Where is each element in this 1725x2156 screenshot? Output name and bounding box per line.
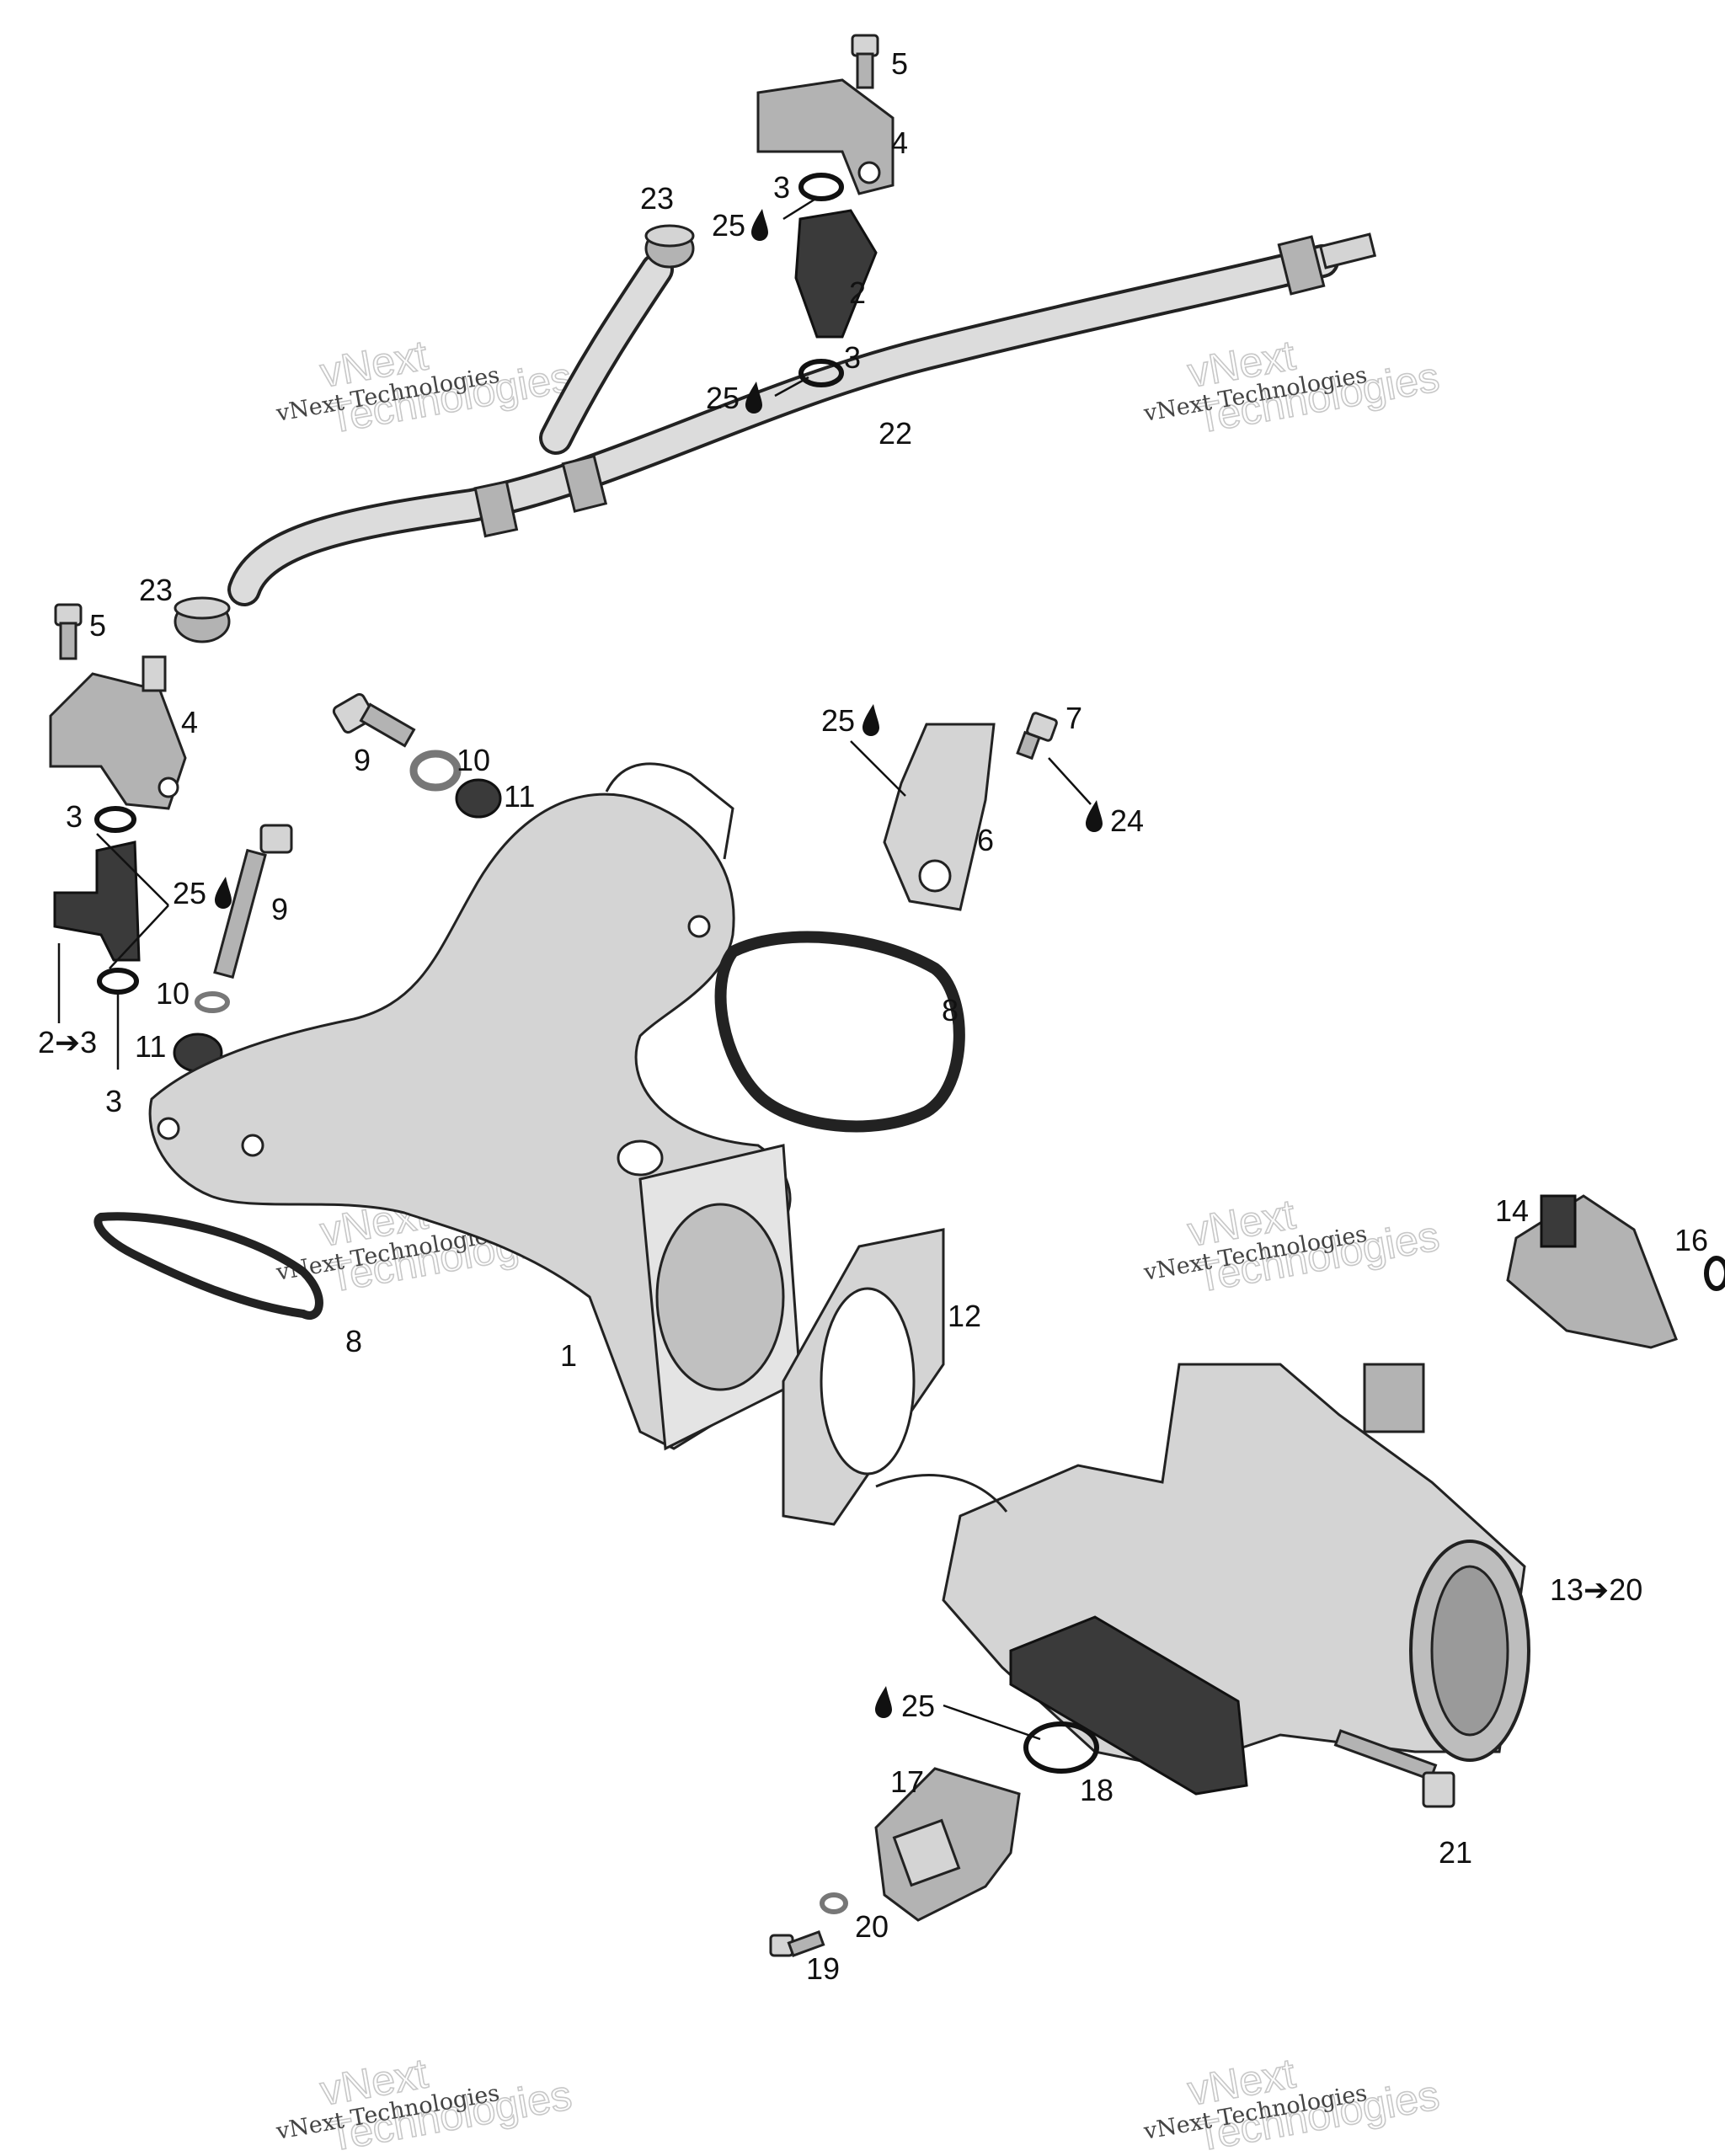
part-4-housing-upper (756, 78, 895, 195)
callout-25: 25 (706, 381, 740, 415)
drop-icon (1086, 800, 1103, 832)
callout-3: 3 (773, 170, 790, 205)
callout-23: 23 (640, 181, 674, 216)
part-11-grommet (455, 778, 502, 819)
callout-3: 3 (66, 799, 83, 834)
part-18-oring (1023, 1721, 1099, 1774)
callout-25-oil: 25 (712, 208, 768, 243)
callout-25-oil: 25 (706, 381, 762, 415)
callout-labels: 5 4 23 3 25 2 3 25 22 23 5 4 9 10 11 3 2… (38, 46, 1708, 1986)
callout-7: 7 (1065, 701, 1082, 735)
callout-18: 18 (1080, 1773, 1114, 1807)
part-10-washer (195, 991, 230, 1013)
callout-2-3: 2➔3 (38, 1025, 97, 1059)
callout-25: 25 (173, 876, 206, 910)
callout-24: 24 (1110, 803, 1144, 838)
callout-14: 14 (1495, 1193, 1529, 1228)
callout-22: 22 (879, 416, 912, 451)
callout-25-oil: 25 (821, 703, 879, 738)
part-19-screw (769, 1930, 825, 1957)
part-9-bolt-short (332, 692, 416, 748)
part-3-oring (97, 968, 139, 995)
callout-6: 6 (977, 823, 994, 857)
callout-11: 11 (135, 1029, 166, 1064)
part-2-sensor-upper (794, 209, 878, 339)
callout-8: 8 (345, 1324, 362, 1358)
part-13-throttle-body (875, 1363, 1530, 1796)
callout-3: 3 (105, 1084, 122, 1118)
part-3-oring (798, 173, 844, 201)
callout-5: 5 (89, 608, 106, 643)
callout-24-loctite: 24 (1086, 800, 1144, 838)
callout-9: 9 (271, 892, 288, 926)
part-3-oring (798, 359, 844, 387)
part-23-clamp-lower (174, 596, 231, 643)
part-17-idle-valve (874, 1767, 1021, 1922)
callout-20: 20 (855, 1909, 889, 1944)
watermarks: vNextTechnologies vNext Technologies vNe… (274, 331, 1444, 2156)
callout-11: 11 (504, 779, 535, 814)
part-20-washer (820, 1892, 848, 1914)
part-14-position-sensor (1506, 1194, 1678, 1349)
callout-16: 16 (1674, 1223, 1708, 1257)
part-16-washer (1704, 1256, 1725, 1291)
part-5-screw-upper (851, 34, 879, 89)
part-7-screw (1016, 712, 1058, 760)
part-3-oring (94, 806, 136, 833)
part-2-sensor-lower (53, 841, 141, 962)
part-4-housing-lower (49, 655, 187, 810)
part-21-bolt (1333, 1729, 1455, 1808)
callout-25: 25 (821, 703, 855, 738)
callout-8: 8 (942, 993, 959, 1027)
callout-12: 12 (948, 1299, 981, 1333)
callout-25: 25 (712, 208, 745, 243)
part-6-bracket (883, 723, 996, 911)
callout-3: 3 (844, 340, 861, 375)
part-10-washer (409, 750, 462, 792)
part-5-screw-lower (54, 603, 83, 660)
callout-1: 1 (560, 1338, 577, 1373)
callout-2: 2 (849, 275, 866, 310)
part-12-spacer-gasket (782, 1228, 945, 1526)
callout-19: 19 (806, 1951, 840, 1986)
part-1-intake-manifold (148, 762, 802, 1451)
callout-10: 10 (156, 976, 190, 1011)
callout-25: 25 (901, 1689, 935, 1723)
part-9-bolt-long (213, 824, 293, 979)
part-22-hose (227, 232, 1377, 606)
callout-21: 21 (1439, 1835, 1472, 1870)
callout-23: 23 (139, 573, 173, 607)
drop-icon (215, 877, 232, 909)
callout-9: 9 (354, 743, 371, 777)
drop-icon (745, 382, 762, 414)
callout-17: 17 (890, 1764, 924, 1799)
callout-4: 4 (181, 705, 198, 739)
leader-lines (57, 196, 1092, 1741)
part-8-gasket-lower (93, 1212, 323, 1320)
callout-13-20: 13➔20 (1550, 1572, 1642, 1607)
part-8-gasket-upper (714, 931, 965, 1133)
callout-25-oil: 25 (173, 876, 232, 910)
part-23-clamp-upper (644, 224, 695, 269)
callout-4: 4 (891, 125, 908, 160)
drop-icon (875, 1686, 892, 1718)
callout-5: 5 (891, 46, 908, 81)
drop-icon (751, 209, 768, 241)
drop-icon (862, 704, 879, 736)
callout-10: 10 (457, 743, 490, 777)
callout-25-oil: 25 (875, 1686, 935, 1723)
